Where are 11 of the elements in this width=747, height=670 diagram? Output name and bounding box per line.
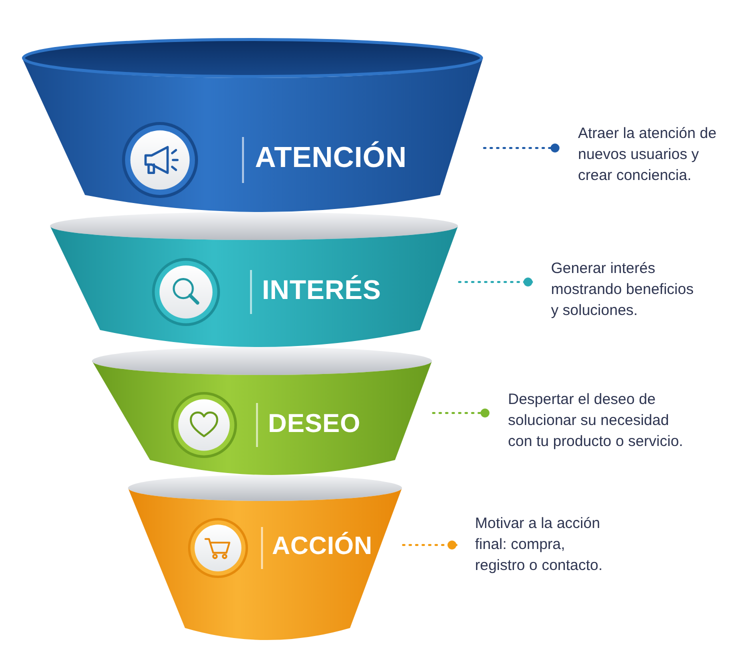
stage-label: DESEO	[268, 410, 361, 436]
leader-line	[432, 408, 491, 418]
description-text: Despertar el deseo de solucionar su necesidad con tu producto o servicio.	[508, 390, 684, 452]
description-text: Generar interés mostrando beneficios y soluciones.	[551, 259, 695, 321]
stage-label: ACCIÓN	[272, 534, 372, 560]
leader-line	[458, 278, 534, 286]
description-text: Motivar a la acción final: compra, registro o contacto.	[475, 514, 604, 576]
stage-label: INTERÉS	[262, 277, 382, 304]
leader-line	[402, 540, 458, 550]
description-text: Atraer la atención de nuevos usuarios y crear conciencia.	[578, 124, 718, 186]
leader-line	[483, 144, 561, 152]
